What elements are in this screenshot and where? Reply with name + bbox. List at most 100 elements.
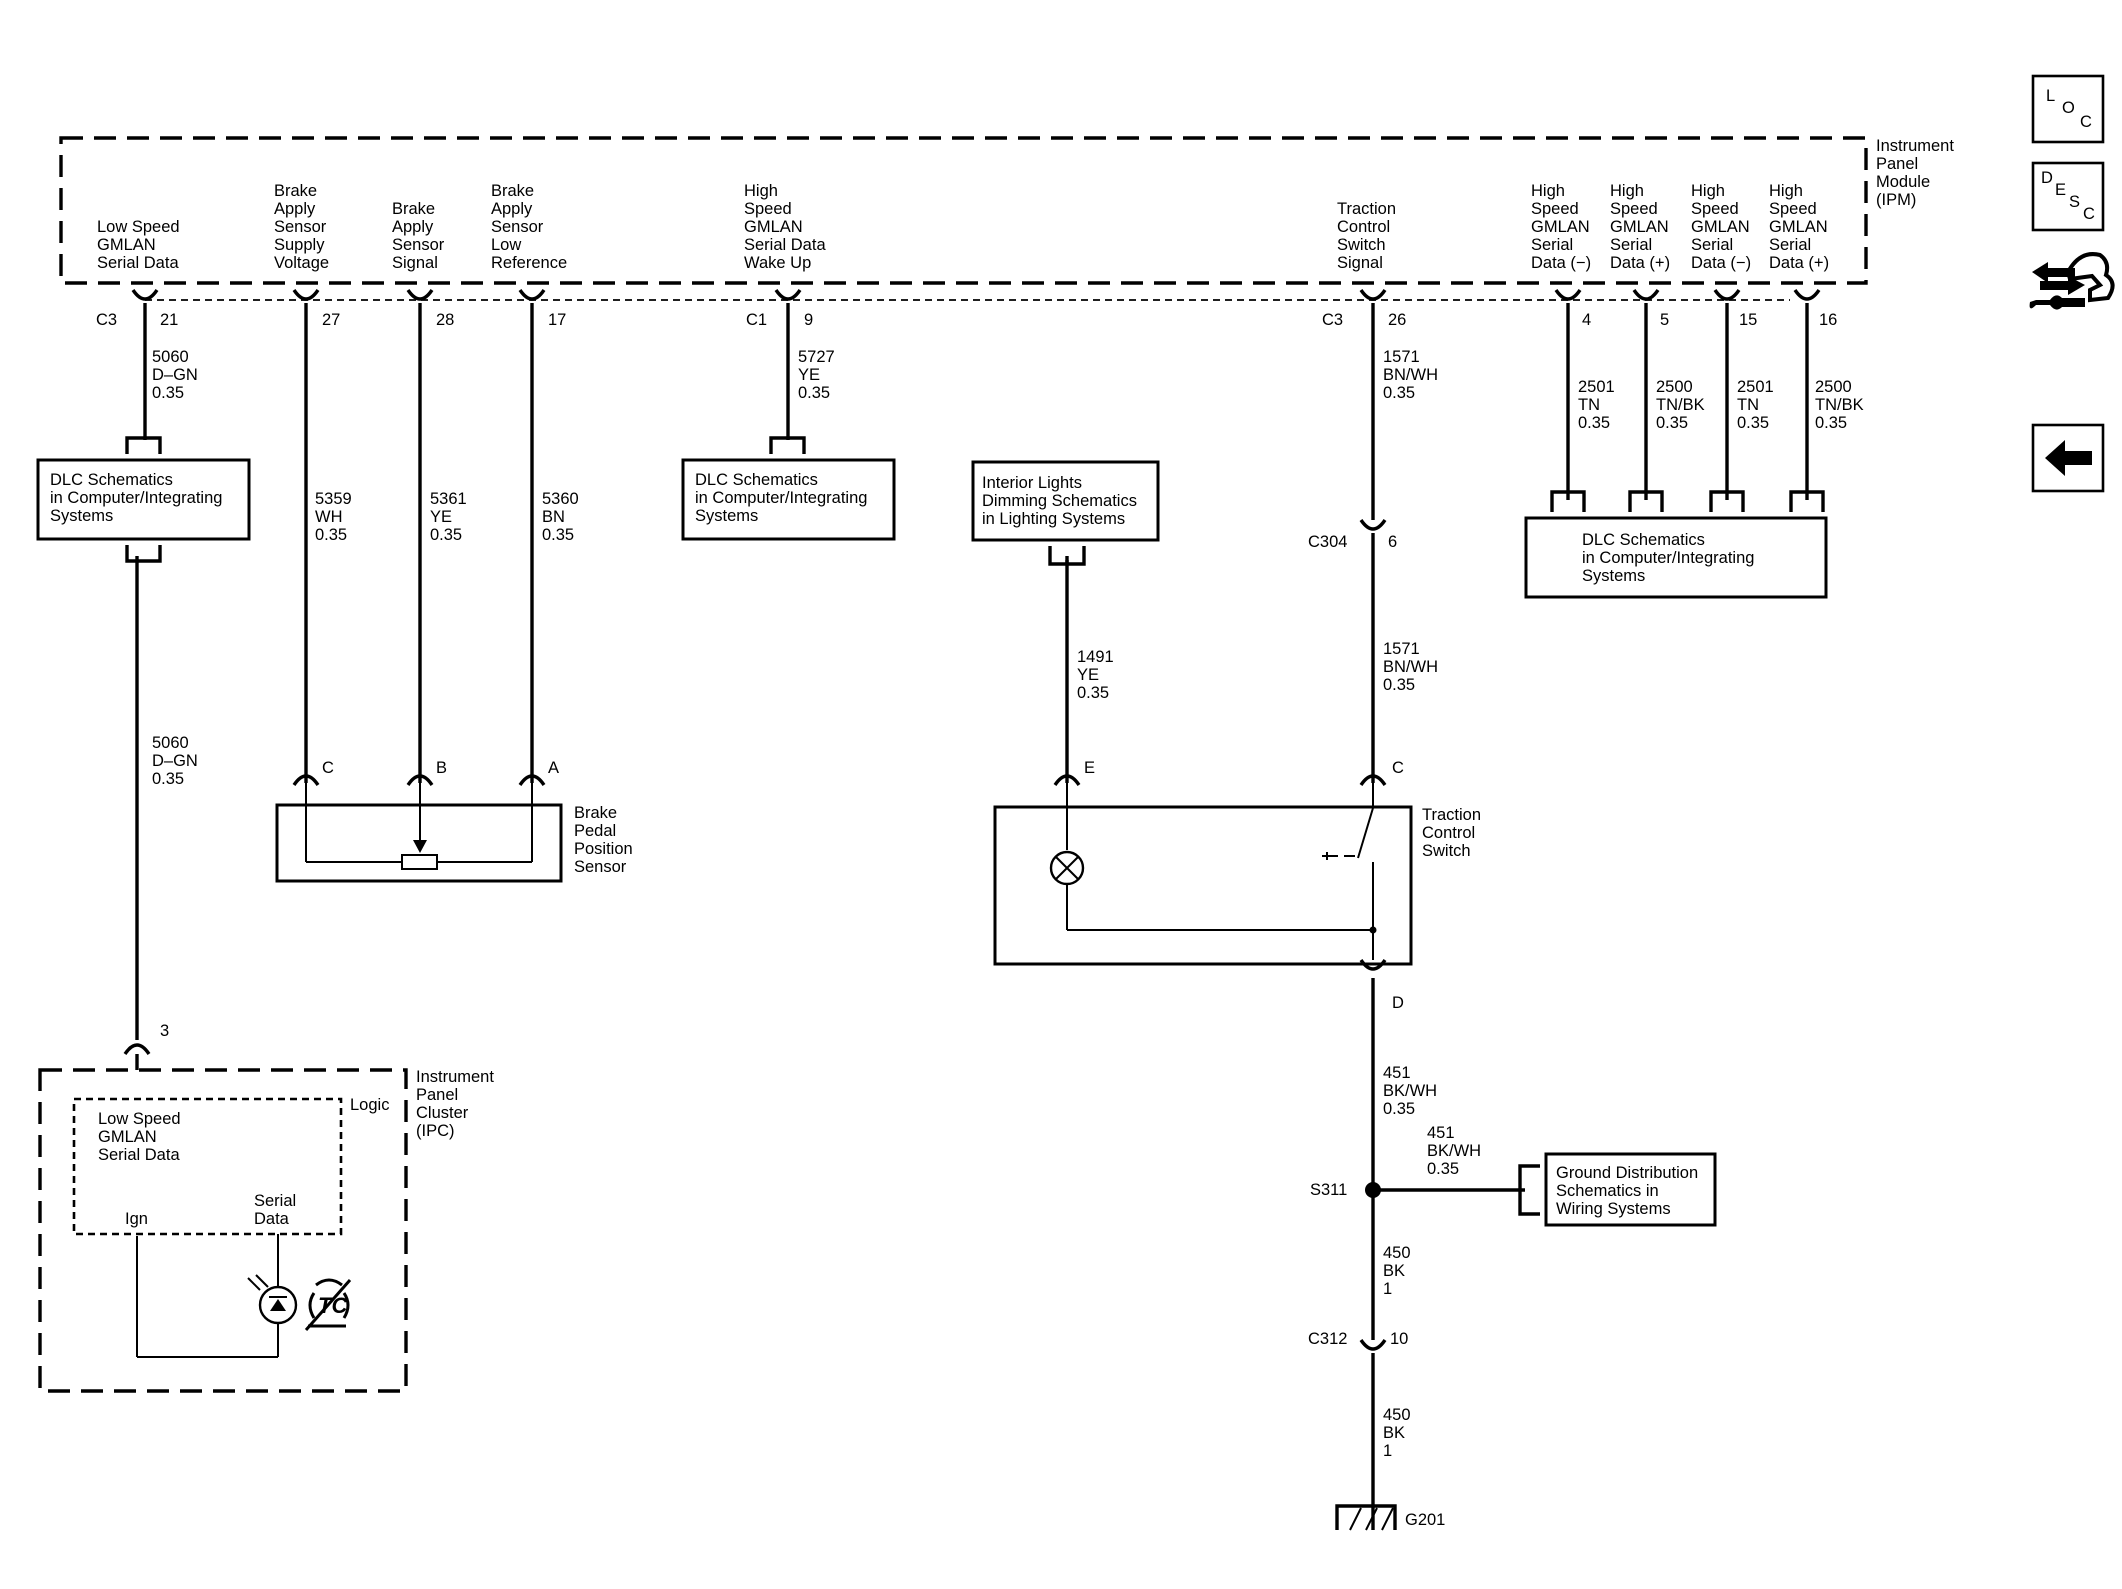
ipc-title-line: (IPC) bbox=[416, 1122, 455, 1140]
pin-label-line: High bbox=[1769, 182, 1803, 200]
wire-label-5060-lower: 5060 D–GN 0.35 bbox=[152, 734, 198, 788]
pin-number: 9 bbox=[804, 311, 813, 329]
pin-label-line: Traction bbox=[1337, 200, 1396, 218]
wire-label-line: 0.35 bbox=[798, 384, 830, 402]
box-text-line: DLC Schematics bbox=[50, 471, 173, 489]
box-text-line: in Lighting Systems bbox=[982, 510, 1125, 528]
box-text-line: Dimming Schematics bbox=[982, 492, 1137, 510]
wire-label-line: TN/BK bbox=[1815, 396, 1864, 414]
pin-label-line: Low bbox=[491, 236, 521, 254]
wire-label-line: 0.35 bbox=[1578, 414, 1610, 432]
serial-data-line: Serial bbox=[254, 1192, 296, 1210]
pin-label-line: GMLAN bbox=[744, 218, 803, 236]
wire-label-line: BN bbox=[542, 508, 565, 526]
pin-number: 21 bbox=[160, 311, 178, 329]
ipm-title: Instrument Panel Module (IPM) bbox=[1876, 137, 1954, 209]
pin-label-hs-wakeup: High Speed GMLAN Serial Data Wake Up bbox=[744, 182, 826, 272]
component-label-line: Traction bbox=[1422, 806, 1481, 824]
pin-label-line: Speed bbox=[1610, 200, 1658, 218]
wires bbox=[135, 303, 1809, 1530]
wire-label-line: 1 bbox=[1383, 1280, 1392, 1298]
pin-label-line: Wake Up bbox=[744, 254, 811, 272]
pin-label-line: Data (+) bbox=[1769, 254, 1829, 272]
wire-label-line: BN/WH bbox=[1383, 658, 1438, 676]
traction-control-off-icon: TC bbox=[304, 1278, 352, 1331]
connector-view-button[interactable] bbox=[2029, 252, 2115, 310]
connector-label: C1 bbox=[746, 311, 767, 329]
back-button[interactable] bbox=[2031, 423, 2105, 493]
ipm-title-line: (IPM) bbox=[1876, 191, 1916, 209]
pin-number: 3 bbox=[160, 1022, 169, 1040]
pin-label-line: Sensor bbox=[491, 218, 544, 236]
pin-label-line: GMLAN bbox=[97, 236, 156, 254]
wire-label-line: 450 bbox=[1383, 1244, 1411, 1262]
wire-label-line: YE bbox=[798, 366, 820, 384]
wire-label-line: 0.35 bbox=[542, 526, 574, 544]
pin-label-line: Low Speed bbox=[97, 218, 180, 236]
pin-label-line: Data (+) bbox=[1610, 254, 1670, 272]
pin-number: 5 bbox=[1660, 311, 1669, 329]
wire-label-1571-lower: 1571 BN/WH 0.35 bbox=[1383, 640, 1438, 694]
pin-label-hs-data-4: High Speed GMLAN Serial Data (+) bbox=[1769, 182, 1829, 272]
terminal bbox=[1713, 289, 1741, 301]
desc-button[interactable]: D E S C bbox=[2031, 161, 2105, 232]
pin-label-line: Voltage bbox=[274, 254, 329, 272]
box-text-line: Ground Distribution bbox=[1556, 1164, 1698, 1182]
wire-label-line: 2501 bbox=[1578, 378, 1615, 396]
box-text-line: Interior Lights bbox=[982, 474, 1082, 492]
ipm-title-line: Module bbox=[1876, 173, 1930, 191]
wire-label-1571-upper: 1571 BN/WH 0.35 bbox=[1383, 348, 1438, 402]
wire-label-line: 5060 bbox=[152, 734, 189, 752]
wire-label-2501-a: 2501 TN 0.35 bbox=[1578, 378, 1615, 432]
pin-label-line: Reference bbox=[491, 254, 567, 272]
component-label-line: Brake bbox=[574, 804, 617, 822]
connector-label: C304 bbox=[1308, 533, 1347, 551]
pin-number: 4 bbox=[1582, 311, 1591, 329]
wire-label-line: 451 bbox=[1427, 1124, 1455, 1142]
wire-label-2501-b: 2501 TN 0.35 bbox=[1737, 378, 1774, 432]
loc-letter: L bbox=[2046, 87, 2055, 105]
indicator-led-icon bbox=[247, 1274, 298, 1325]
wire-label-line: 0.35 bbox=[1737, 414, 1769, 432]
pin-label-line: Speed bbox=[1769, 200, 1817, 218]
splice-s311: S311 bbox=[1310, 1181, 1381, 1199]
wire-label-2500-a: 2500 TN/BK 0.35 bbox=[1656, 378, 1705, 432]
logic-inner-line: Low Speed bbox=[98, 1110, 181, 1128]
pin-number: 28 bbox=[436, 311, 454, 329]
wire-label-line: 0.35 bbox=[1383, 676, 1415, 694]
nav-buttons: L O C D E S C bbox=[2029, 74, 2115, 493]
ipm-module: Instrument Panel Module (IPM) Low Speed … bbox=[59, 136, 1954, 301]
wire-label-line: 0.35 bbox=[1656, 414, 1688, 432]
wire-label-line: BK bbox=[1383, 1424, 1405, 1442]
dlc-box-right: DLC Schematics in Computer/Integrating S… bbox=[1524, 490, 1828, 599]
wire-label-line: 5727 bbox=[798, 348, 835, 366]
pin-number: C bbox=[1392, 759, 1404, 777]
pin-label-line: High bbox=[1610, 182, 1644, 200]
wire-label-line: D–GN bbox=[152, 752, 198, 770]
wire-label-5060-upper: 5060 D–GN 0.35 bbox=[152, 348, 198, 402]
pin-number: 16 bbox=[1819, 311, 1837, 329]
wire-label-line: BK/WH bbox=[1427, 1142, 1481, 1160]
wire-label-line: 450 bbox=[1383, 1406, 1411, 1424]
pin-label-line: Brake bbox=[274, 182, 317, 200]
wire-label-line: 1491 bbox=[1077, 648, 1114, 666]
pin-label-line: Speed bbox=[1691, 200, 1739, 218]
wire-label-line: 0.35 bbox=[1077, 684, 1109, 702]
wire-label-line: WH bbox=[315, 508, 343, 526]
pin-label-brake-supply: Brake Apply Sensor Supply Voltage bbox=[274, 182, 329, 272]
loc-button[interactable]: L O C bbox=[2031, 74, 2105, 144]
terminal bbox=[131, 289, 159, 301]
pin-label-line: Apply bbox=[491, 200, 533, 218]
wire-label-line: 0.35 bbox=[315, 526, 347, 544]
wire-label-450-lower: 450 BK 1 bbox=[1383, 1406, 1411, 1460]
wire-label-line: 0.35 bbox=[1383, 384, 1415, 402]
connector-label: C3 bbox=[96, 311, 117, 329]
component-label-line: Control bbox=[1422, 824, 1475, 842]
pin-label-line: Sensor bbox=[392, 236, 445, 254]
ipc-title-line: Panel bbox=[416, 1086, 458, 1104]
connector-wrench-icon bbox=[2029, 252, 2115, 310]
wire-label-450-upper: 450 BK 1 bbox=[1383, 1244, 1411, 1298]
pin-number: A bbox=[548, 759, 559, 777]
wire-label-line: 5360 bbox=[542, 490, 579, 508]
